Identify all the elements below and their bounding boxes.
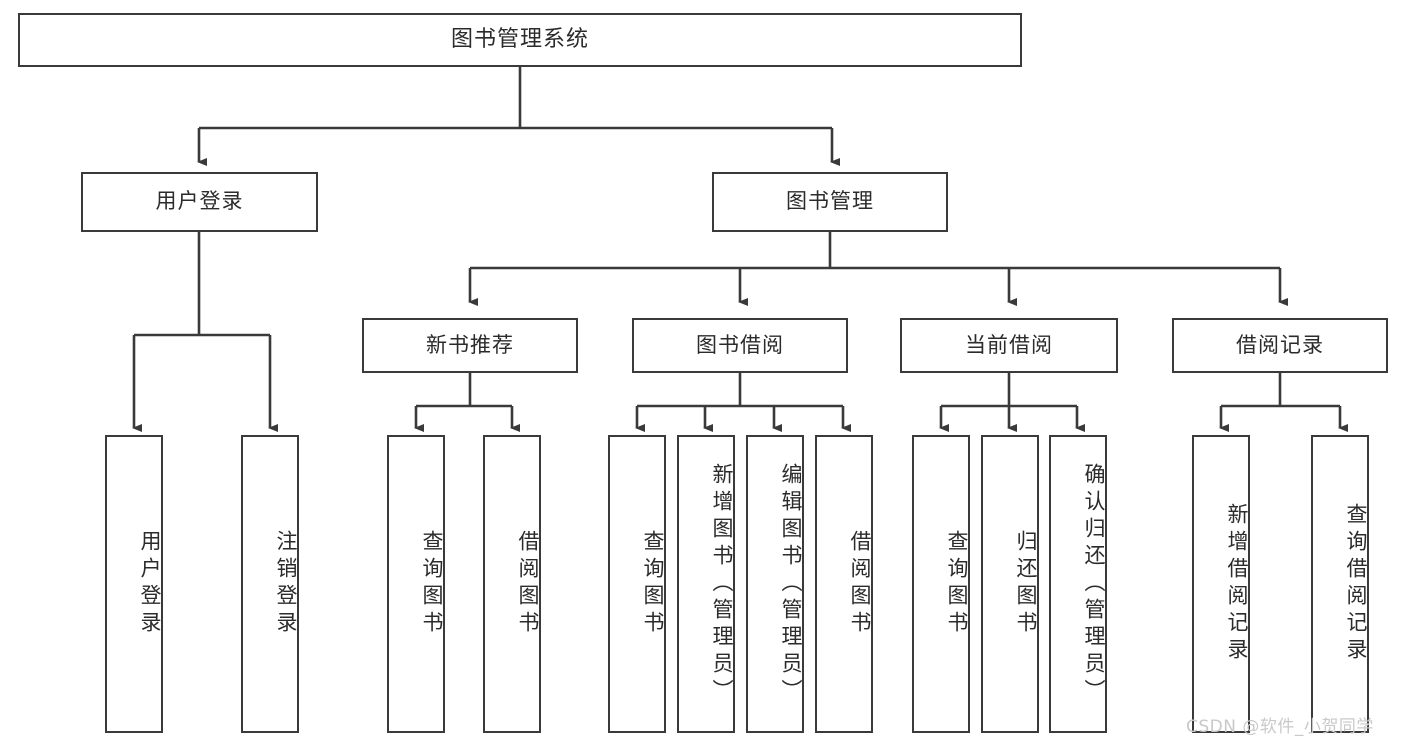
leaf-new-book-borrow[interactable]: 借阅图书 <box>483 435 541 733</box>
node-user-login[interactable]: 用户登录 <box>81 172 318 232</box>
node-book-management[interactable]: 图书管理 <box>712 172 948 232</box>
leaf-user-login-login[interactable]: 用户登录 <box>105 435 163 733</box>
leaf-book-borrow-borrow[interactable]: 借阅图书 <box>815 435 873 733</box>
leaf-current-borrow-return[interactable]: 归还图书 <box>981 435 1039 733</box>
leaf-book-borrow-edit[interactable]: 编辑图书（管理员） <box>746 435 804 733</box>
node-book-borrow[interactable]: 图书借阅 <box>632 318 848 373</box>
node-root-system[interactable]: 图书管理系统 <box>18 13 1022 67</box>
leaf-current-borrow-confirm-return[interactable]: 确认归还（管理员） <box>1049 435 1107 733</box>
leaf-current-borrow-query[interactable]: 查询图书 <box>912 435 970 733</box>
watermark-text: CSDN @软件_小贺同学 <box>1186 717 1374 737</box>
leaf-borrow-record-add[interactable]: 新增借阅记录 <box>1192 435 1250 733</box>
node-borrow-record[interactable]: 借阅记录 <box>1172 318 1388 373</box>
node-current-borrow[interactable]: 当前借阅 <box>900 318 1118 373</box>
leaf-book-borrow-add[interactable]: 新增图书（管理员） <box>677 435 735 733</box>
leaf-book-borrow-query[interactable]: 查询图书 <box>608 435 666 733</box>
node-new-book-recommend[interactable]: 新书推荐 <box>362 318 578 373</box>
leaf-borrow-record-query[interactable]: 查询借阅记录 <box>1311 435 1369 733</box>
leaf-user-login-logout[interactable]: 注销登录 <box>241 435 299 733</box>
leaf-new-book-query[interactable]: 查询图书 <box>387 435 445 733</box>
